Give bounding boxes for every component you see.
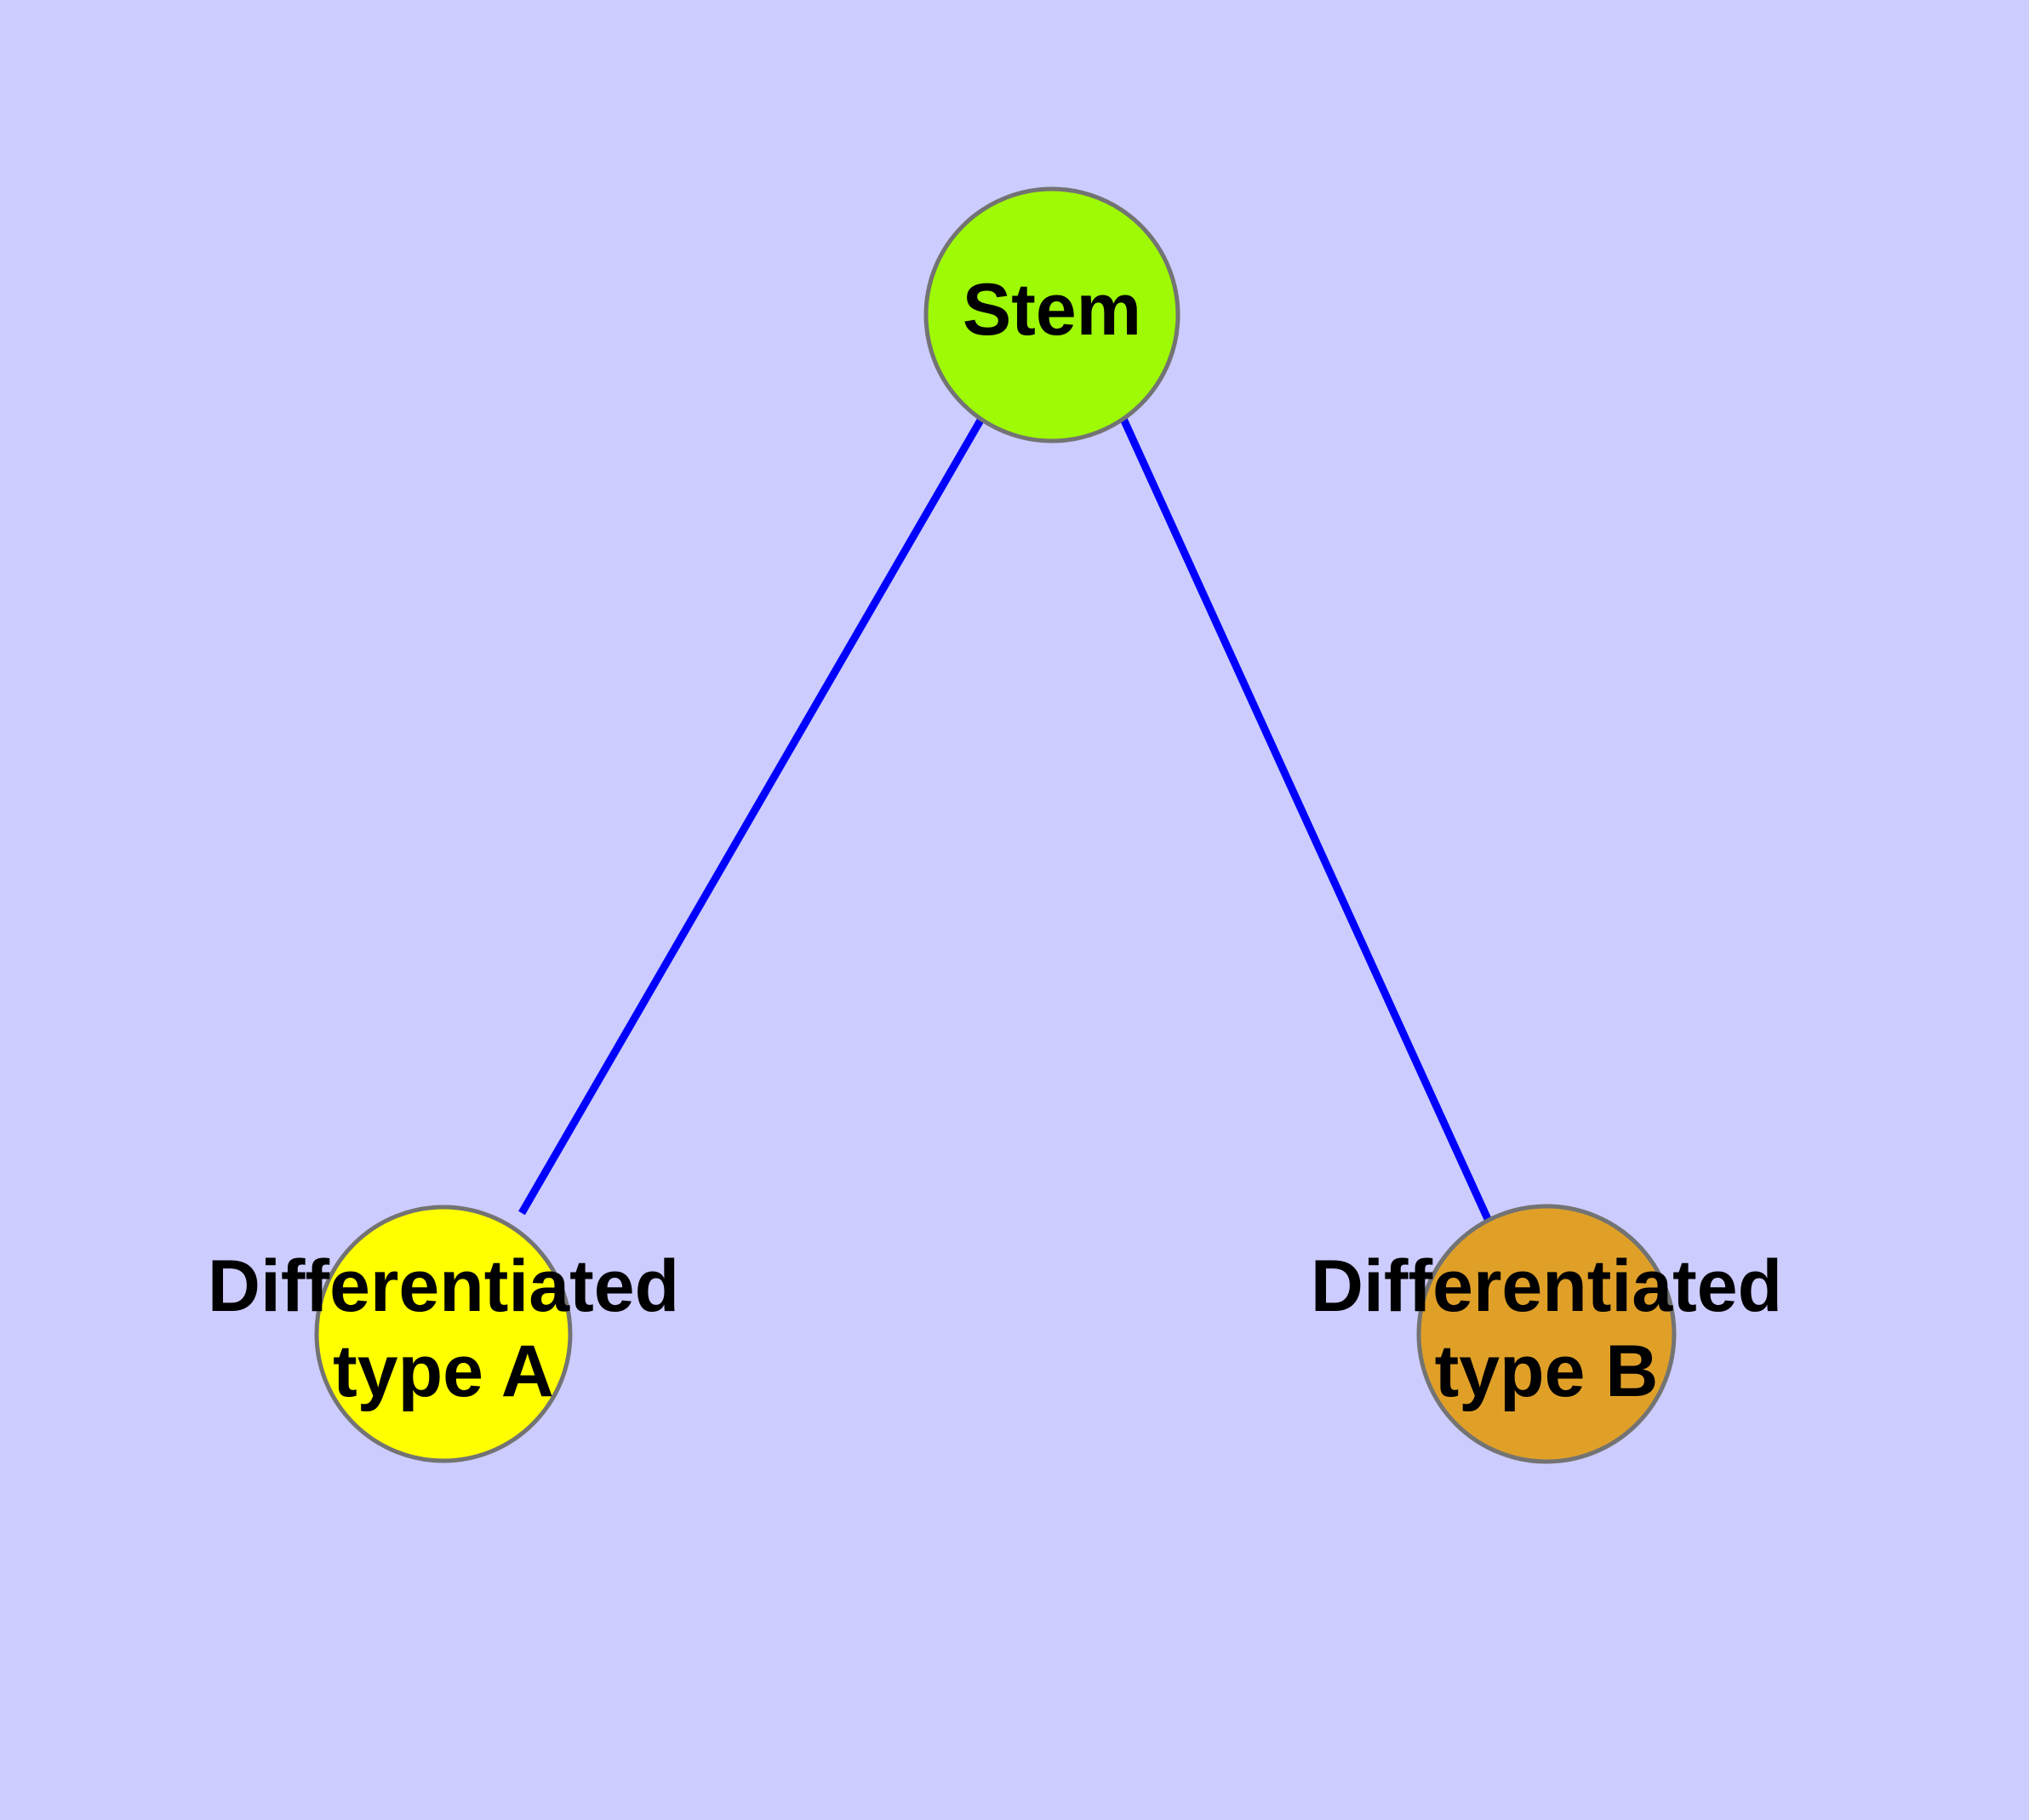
node-differentiated-type-a-circle[interactable] (314, 1205, 573, 1463)
edge-group (518, 416, 1492, 1221)
node-differentiated-type-a[interactable] (314, 1205, 573, 1463)
node-differentiated-type-b[interactable] (1416, 1204, 1677, 1464)
node-stem[interactable] (923, 186, 1180, 444)
node-stem-circle[interactable] (923, 186, 1180, 444)
edge-stem-to-type-b[interactable] (1119, 417, 1492, 1221)
node-differentiated-type-b-circle[interactable] (1416, 1204, 1677, 1464)
node-stem-label: Stem (963, 269, 1141, 351)
edge-stem-to-type-a[interactable] (518, 416, 985, 1216)
